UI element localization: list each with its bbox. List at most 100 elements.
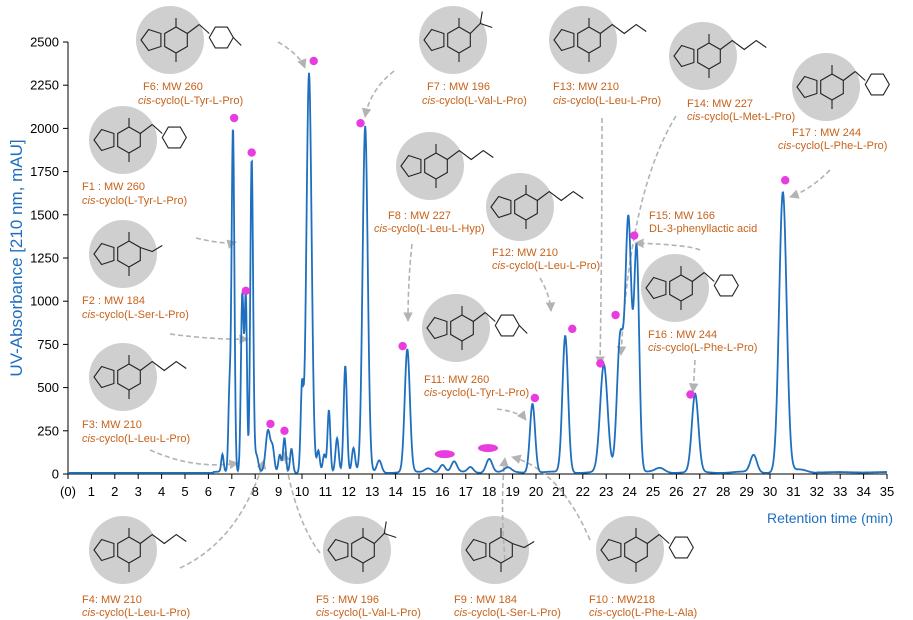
x-tick-label: 20 (529, 484, 543, 499)
annotation-arrow (496, 408, 527, 421)
x-tick-label: 10 (295, 484, 309, 499)
annotation-arrow (280, 451, 321, 554)
peak-marker (280, 426, 289, 435)
y-tick-label: 2000 (30, 121, 59, 136)
annotation-arrow (195, 237, 237, 249)
annotation-f14-name: cis-cyclo(L-Met-L-Pro) (687, 111, 795, 123)
annotation-f3-name: cis-cyclo(L-Leu-L-Pro) (82, 433, 190, 445)
annotation-f8-mw: F8 : MW 227 (388, 210, 451, 222)
x-tick-label: 29 (739, 484, 753, 499)
x-tick-label: 4 (158, 484, 165, 499)
peak-marker (781, 176, 790, 185)
annotation-f17-name: cis-cyclo(L-Phe-L-Pro) (778, 140, 887, 152)
peak-marker (356, 119, 365, 128)
annotation-f9-mw: F9 : MW 184 (454, 594, 517, 606)
molecule-structure (461, 516, 535, 584)
x-tick-label: 6 (205, 484, 212, 499)
x-tick-label: 1 (88, 484, 95, 499)
annotation-f13-mw: F13: MW 210 (553, 81, 619, 93)
molecule-structure (396, 132, 494, 200)
annotation-f4-mw: F4: MW 210 (82, 594, 142, 606)
x-tick-label: 27 (693, 484, 707, 499)
x-tick-label: 5 (181, 484, 188, 499)
annotation-f10-mw: F10 : MW218 (589, 594, 655, 606)
annotation-f11-mw: F11: MW 260 (424, 374, 489, 386)
peak-marker (630, 231, 639, 240)
annotation-f1-mw: F1 : MW 260 (82, 181, 145, 193)
annotation-f16-name: cis-cyclo(L-Phe-L-Pro) (648, 342, 757, 354)
molecule-structure (323, 516, 397, 584)
y-tick-label: 500 (37, 380, 59, 395)
peak-marker (398, 341, 407, 351)
molecule-structure (549, 6, 647, 74)
x-tick-label: 33 (833, 484, 847, 499)
annotation-f2-name: cis-cyclo(L-Ser-L-Pro) (82, 309, 189, 321)
annotation-f17-mw: F17 : MW 244 (792, 127, 861, 139)
molecule-structure (136, 6, 242, 74)
molecule-structure (486, 173, 584, 241)
x-tick-label: 24 (622, 484, 636, 499)
x-tick-label: 12 (342, 484, 356, 499)
x-axis-label: Retention time (min) (767, 510, 893, 526)
annotation-f11-name: cis-cyclo(L-Tyr-L-Pro) (424, 387, 529, 399)
annotation-f3-mw: F3: MW 210 (82, 419, 142, 431)
annotation-arrow (179, 459, 267, 569)
peak-marker (568, 324, 577, 334)
annotation-f14-mw: F14: MW 227 (687, 98, 753, 110)
annotation-f5-name: cis-cyclo(L-Val-L-Pro) (316, 607, 421, 619)
chromatogram-line (68, 72, 888, 474)
molecule-structure (792, 53, 890, 121)
molecule-structure (669, 22, 767, 90)
x-tick-label: 31 (786, 484, 800, 499)
x-tick-label: 16 (435, 484, 449, 499)
x-tick-label: 8 (252, 484, 259, 499)
y-tick-label: 1750 (30, 164, 59, 179)
x-tick-label: 35 (880, 484, 894, 499)
annotation-arrow (277, 41, 307, 69)
annotation-f9-name: cis-cyclo(L-Ser-L-Pro) (454, 607, 561, 619)
x-tick-label: 3 (135, 484, 142, 499)
x-tick-label: 15 (412, 484, 426, 499)
annotation-f12-name: cis-cyclo(L-Leu-L-Pro) (492, 260, 600, 272)
y-tick-label: 1000 (30, 294, 59, 309)
x-tick-label: 26 (669, 484, 683, 499)
annotation-f1-name: cis-cyclo(L-Tyr-L-Pro) (82, 195, 187, 207)
molecule-structure (641, 254, 739, 322)
peak-marker (686, 390, 695, 399)
annotation-arrow (511, 454, 591, 541)
peak-marker (229, 113, 239, 123)
x-tick-label: 21 (552, 484, 566, 499)
annotation-arrow (539, 277, 556, 312)
y-tick-label: 1500 (30, 207, 59, 222)
x-tick-label: 18 (482, 484, 496, 499)
y-axis-label: UV-Absorbance [210 nm, mAU] (7, 139, 26, 376)
x-tick-label: 19 (505, 484, 519, 499)
y-tick-label: 750 (37, 337, 59, 352)
peak-marker (266, 419, 275, 429)
annotation-f13-name: cis-cyclo(L-Leu-L-Pro) (553, 95, 661, 107)
molecule-structure (89, 343, 187, 411)
y-tick-label: 0 (52, 467, 59, 482)
peak-marker (611, 310, 620, 320)
annotation-arrow (361, 70, 395, 118)
annotation-arrow (634, 238, 701, 251)
molecule-structure (89, 516, 187, 584)
x-tick-label: 34 (856, 484, 870, 499)
peak-marker (309, 56, 318, 66)
x-tick-label: 25 (646, 484, 660, 499)
x-tick-label: 14 (388, 484, 402, 499)
y-tick-label: 2250 (30, 78, 59, 93)
x-tick-label: 17 (459, 484, 473, 499)
annotation-arrow (403, 243, 413, 322)
peak-marker-oval (478, 444, 499, 453)
y-tick-label: 250 (37, 423, 59, 438)
annotation-f7-mw: F7 : MW 196 (427, 81, 490, 93)
annotation-f7-name: cis-cyclo(L-Val-L-Pro) (422, 95, 527, 107)
x-tick-label: 13 (365, 484, 379, 499)
x-tick-label: 28 (716, 484, 730, 499)
annotation-f16-mw: F16 : MW 244 (648, 329, 717, 341)
annotation-arrow (499, 457, 509, 561)
